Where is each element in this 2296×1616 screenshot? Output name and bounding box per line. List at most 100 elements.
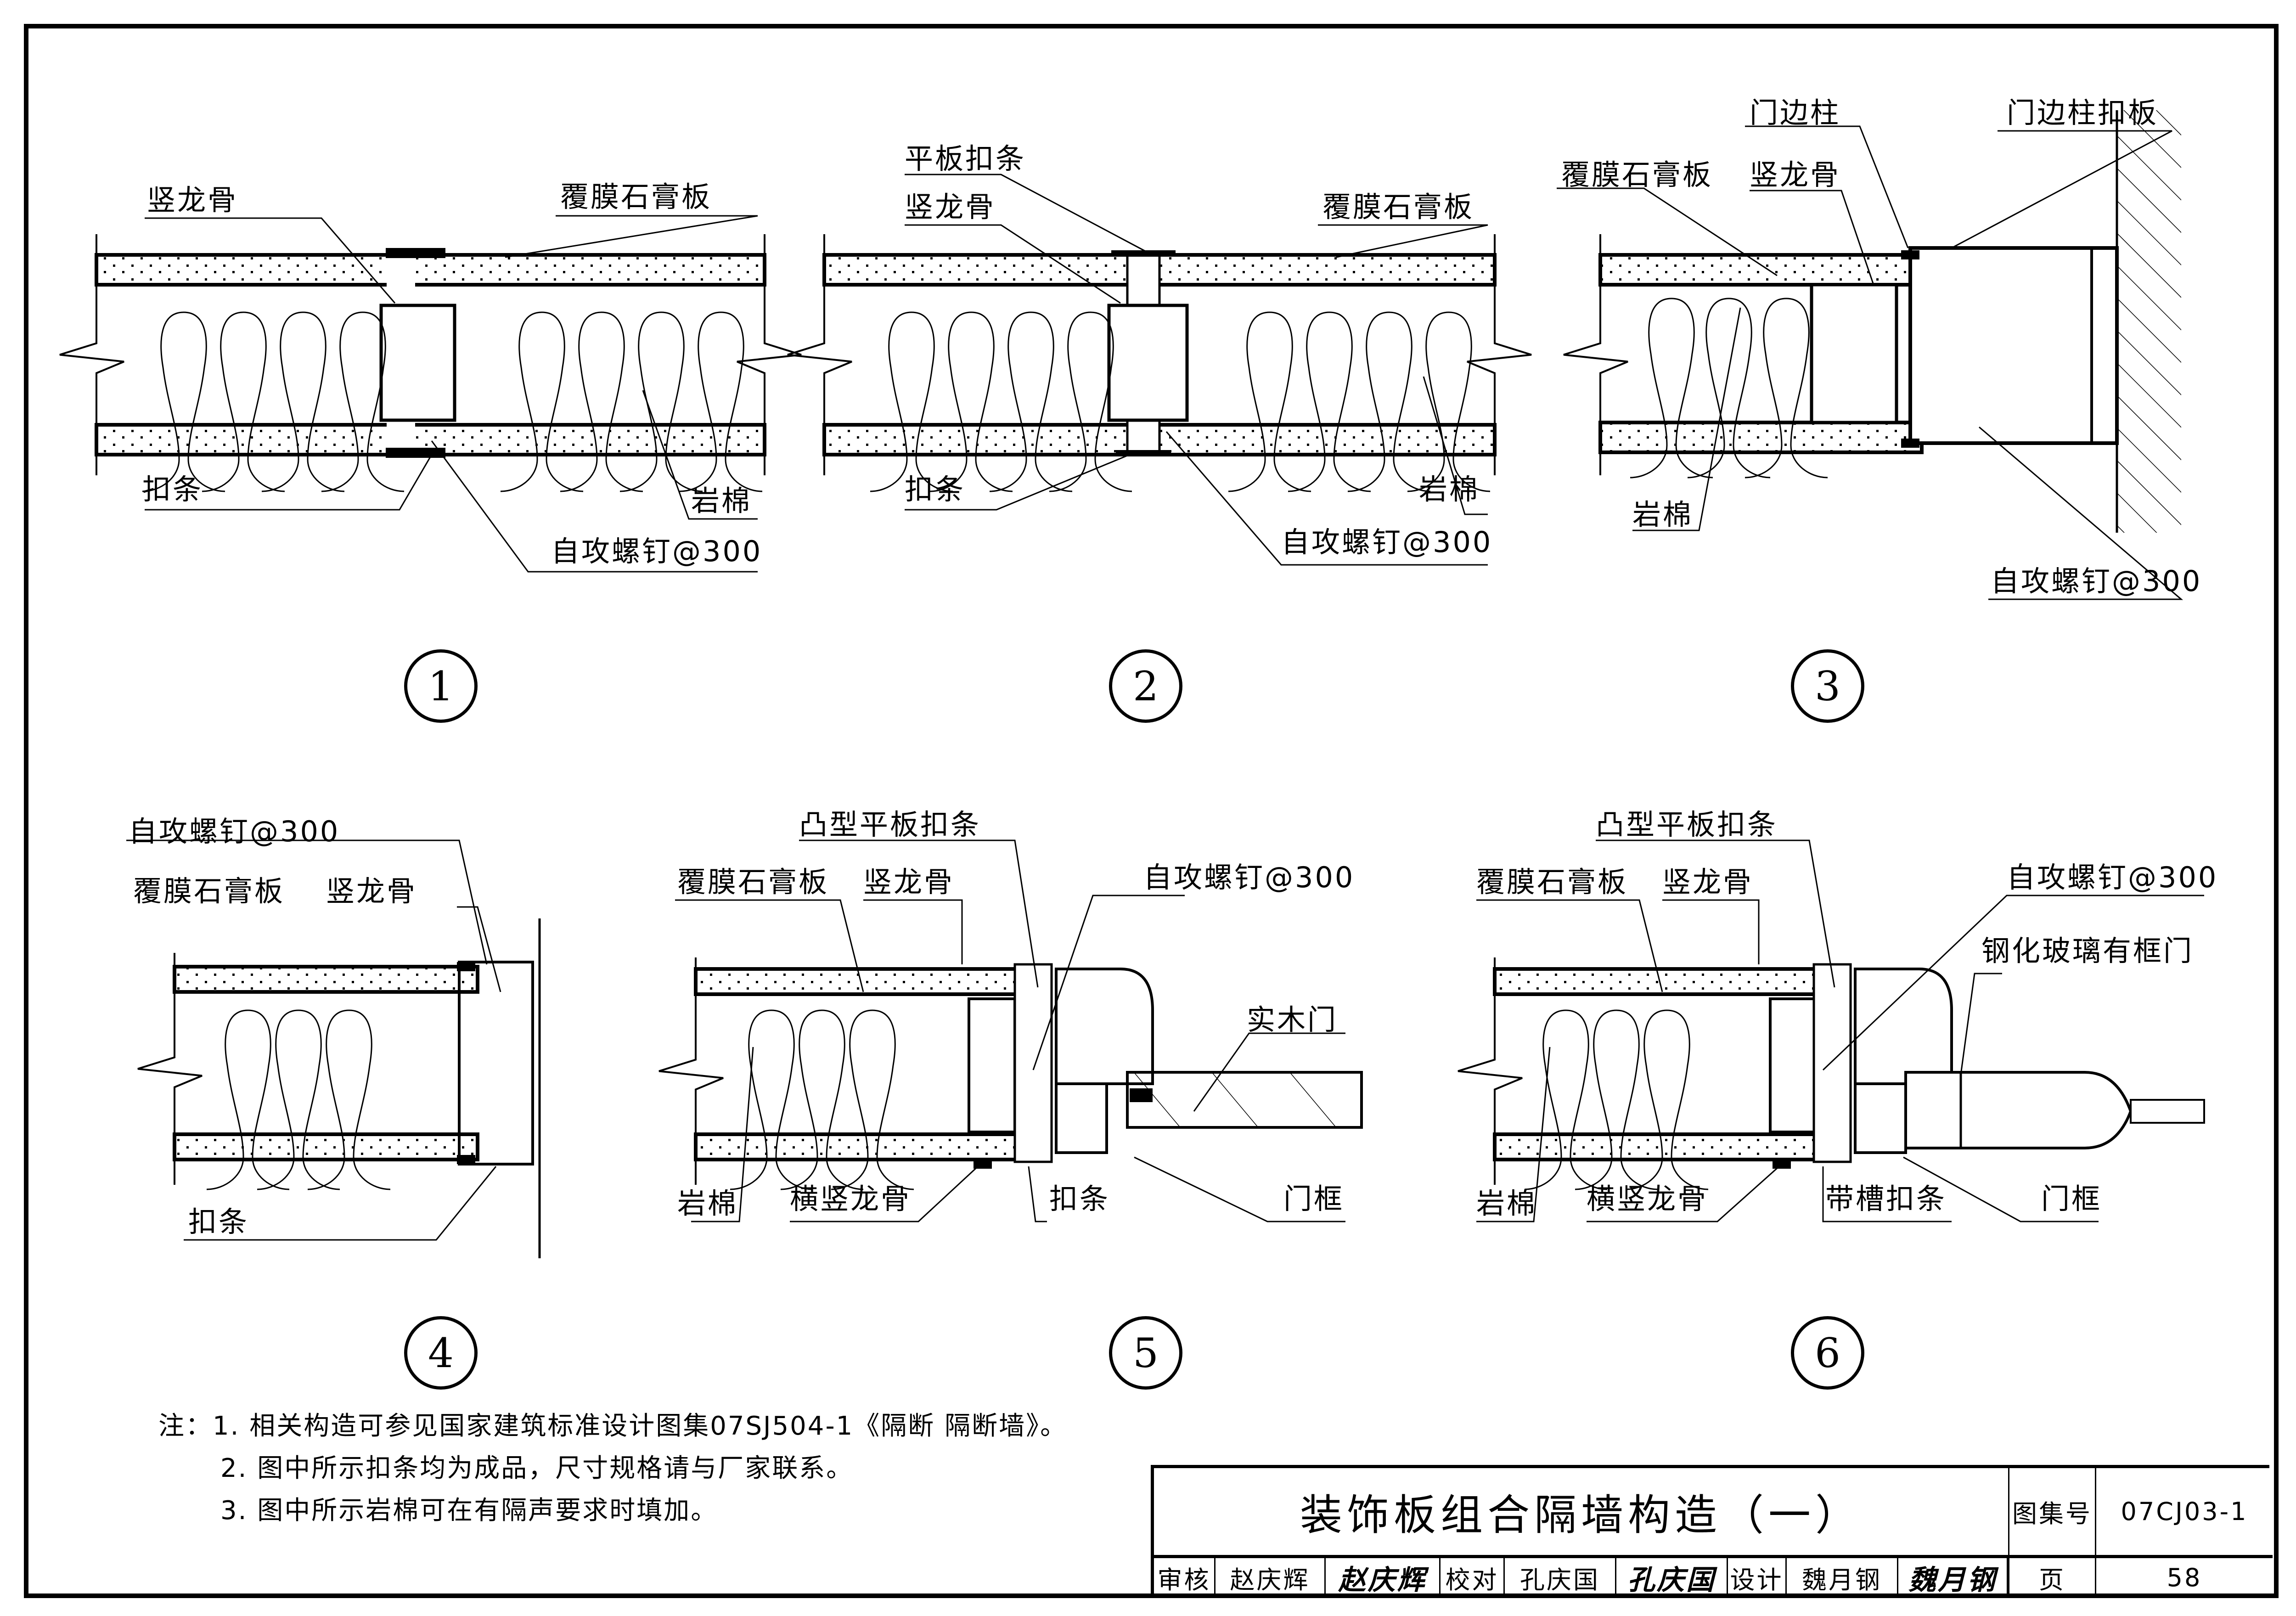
review-signature: 赵庆辉 <box>1326 1558 1441 1597</box>
d4-leader-screw <box>126 839 488 965</box>
d6-leader-board <box>1476 899 1663 992</box>
d1-top-board-left <box>95 253 766 287</box>
d6-leader-cross-stud <box>1587 1163 1782 1222</box>
d6-rockwool <box>1625 1009 1709 1190</box>
d3-concrete-wall <box>2117 110 2181 533</box>
d6-label-screw: 自攻螺钉@300 <box>2007 861 2218 894</box>
d5-leader-board <box>675 899 864 992</box>
d1-rockwool-right <box>500 311 584 492</box>
break-line <box>59 234 124 475</box>
break-line <box>137 953 203 1185</box>
d2-leader-screw <box>1165 431 1488 566</box>
d1-rockwool-left <box>261 311 345 492</box>
d5-convex-strip <box>1013 963 1053 1163</box>
d5-leader-convex-strip <box>799 839 1039 988</box>
d3-leader-door-post-cover <box>1951 130 2172 249</box>
d5-leader-screw <box>1032 895 1185 1070</box>
break-line <box>658 957 724 1185</box>
review-label: 审核 <box>1154 1558 1216 1597</box>
atlas-label: 图集号 <box>2008 1468 2096 1558</box>
d5-rockwool <box>729 1009 814 1190</box>
d3-leader-stud <box>1750 190 1874 285</box>
drawing-title: 装饰板组合隔墙构造（一） <box>1154 1468 2008 1558</box>
note-2: 2. 图中所示扣条均为成品，尺寸规格请与厂家联系。 <box>220 1453 854 1483</box>
d1-rockwool-left <box>201 311 286 492</box>
d6-leader-stud <box>1662 899 1760 964</box>
notes-prefix: 注： <box>158 1411 213 1441</box>
d4-seal-bottom <box>457 1155 475 1164</box>
d6-label-rockwool: 岩棉 <box>1476 1187 1537 1220</box>
detail-number-4: 4 <box>404 1316 478 1390</box>
d2-rockwool-left <box>989 311 1073 492</box>
d4-rockwool <box>256 1009 341 1190</box>
d6-leader-rockwool <box>1476 1047 1551 1222</box>
detail-number-5: 5 <box>1109 1316 1182 1390</box>
d5-bottom-board <box>694 1132 1028 1161</box>
d6-convex-strip <box>1812 963 1852 1163</box>
d6-leader-screw <box>1822 895 2204 1071</box>
d2-leader-strip <box>905 454 1130 511</box>
design-name: 魏月钢 <box>1787 1558 1898 1597</box>
d2-stud <box>1107 304 1189 422</box>
d4-label-screw: 自攻螺钉@300 <box>129 815 340 848</box>
check-name: 孔庆国 <box>1505 1558 1616 1597</box>
d4-top-board <box>173 965 479 994</box>
d5-label-door-frame: 门框 <box>1283 1182 1345 1216</box>
d6-leader-convex-strip <box>1596 839 1835 988</box>
d2-label-rockwool: 岩棉 <box>1419 473 1480 506</box>
d5-label-stud: 竖龙骨 <box>863 865 955 899</box>
d1-leader-strip <box>145 454 433 511</box>
d2-label-board: 覆膜石膏板 <box>1322 190 1474 224</box>
d1-label-screw: 自攻螺钉@300 <box>551 535 763 568</box>
d4-label-board: 覆膜石膏板 <box>133 874 285 908</box>
d4-label-stud: 竖龙骨 <box>326 874 417 908</box>
d1-leader-screw <box>431 440 758 573</box>
d2-label-strip: 扣条 <box>905 473 966 506</box>
d3-door-post <box>1908 246 2119 445</box>
title-block: 装饰板组合隔墙构造（一） 图集号 07CJ03-1 审核 赵庆辉 赵庆辉 校对 … <box>1151 1465 2273 1597</box>
notes-block: 注：1. 相关构造可参见国家建筑标准设计图集07SJ504-1《隔断 隔断墙》。… <box>158 1405 1067 1532</box>
d3-leader-rockwool <box>1632 307 1741 531</box>
detail-number-3: 3 <box>1791 649 1864 723</box>
d5-cross-stud <box>968 997 1016 1133</box>
d5-leader-door <box>1193 1032 1345 1112</box>
d4-seal-top <box>457 962 475 971</box>
d5-label-rockwool: 岩棉 <box>677 1187 738 1220</box>
d6-label-stud: 竖龙骨 <box>1662 865 1754 899</box>
d6-leader-strip <box>1822 1166 1952 1222</box>
d1-bottom-strip <box>386 448 445 458</box>
page-number: 58 <box>2167 1563 2202 1592</box>
d2-rockwool-left <box>929 311 1013 492</box>
d3-label-board: 覆膜石膏板 <box>1561 158 1713 191</box>
d5-leader-cross-stud <box>790 1163 981 1222</box>
review-name: 赵庆辉 <box>1216 1558 1326 1597</box>
d3-top-board <box>1598 253 1924 287</box>
d4-leader-stud <box>457 906 501 992</box>
d5-leader-door-frame <box>1134 1156 1345 1222</box>
d6-door-jamb <box>1854 968 1953 1085</box>
break-line <box>737 234 802 475</box>
d3-bottom-board <box>1598 421 1924 454</box>
d1-rockwool-right <box>559 311 644 492</box>
d2-label-flat-strip: 平板扣条 <box>905 142 1026 175</box>
d2-rockwool-right <box>1287 311 1372 492</box>
d2-bottom-strip <box>1116 450 1171 456</box>
d6-label-cross-stud: 横竖龙骨 <box>1587 1182 1708 1216</box>
drawing-border <box>24 24 2279 1598</box>
d3-label-screw: 自攻螺钉@300 <box>1991 564 2202 598</box>
d5-label-cross-stud: 横竖龙骨 <box>790 1182 912 1216</box>
d2-leader-stud <box>905 224 1121 304</box>
note-3: 3. 图中所示岩棉可在有隔声要求时填加。 <box>220 1496 718 1526</box>
d3-label-rockwool: 岩棉 <box>1632 498 1694 531</box>
d6-rockwool <box>1574 1009 1659 1190</box>
d4-rockwool <box>307 1009 391 1190</box>
d3-leader-door-post <box>1745 125 1909 248</box>
d6-cross-stud <box>1769 997 1818 1133</box>
d5-label-board: 覆膜石膏板 <box>677 865 829 899</box>
d6-leader-door <box>1960 973 2002 1075</box>
d1-rockwool-left <box>141 311 226 492</box>
design-label: 设计 <box>1728 1558 1787 1597</box>
detail-number-6: 6 <box>1791 1316 1864 1390</box>
d3-leader-screw <box>1979 426 2183 600</box>
